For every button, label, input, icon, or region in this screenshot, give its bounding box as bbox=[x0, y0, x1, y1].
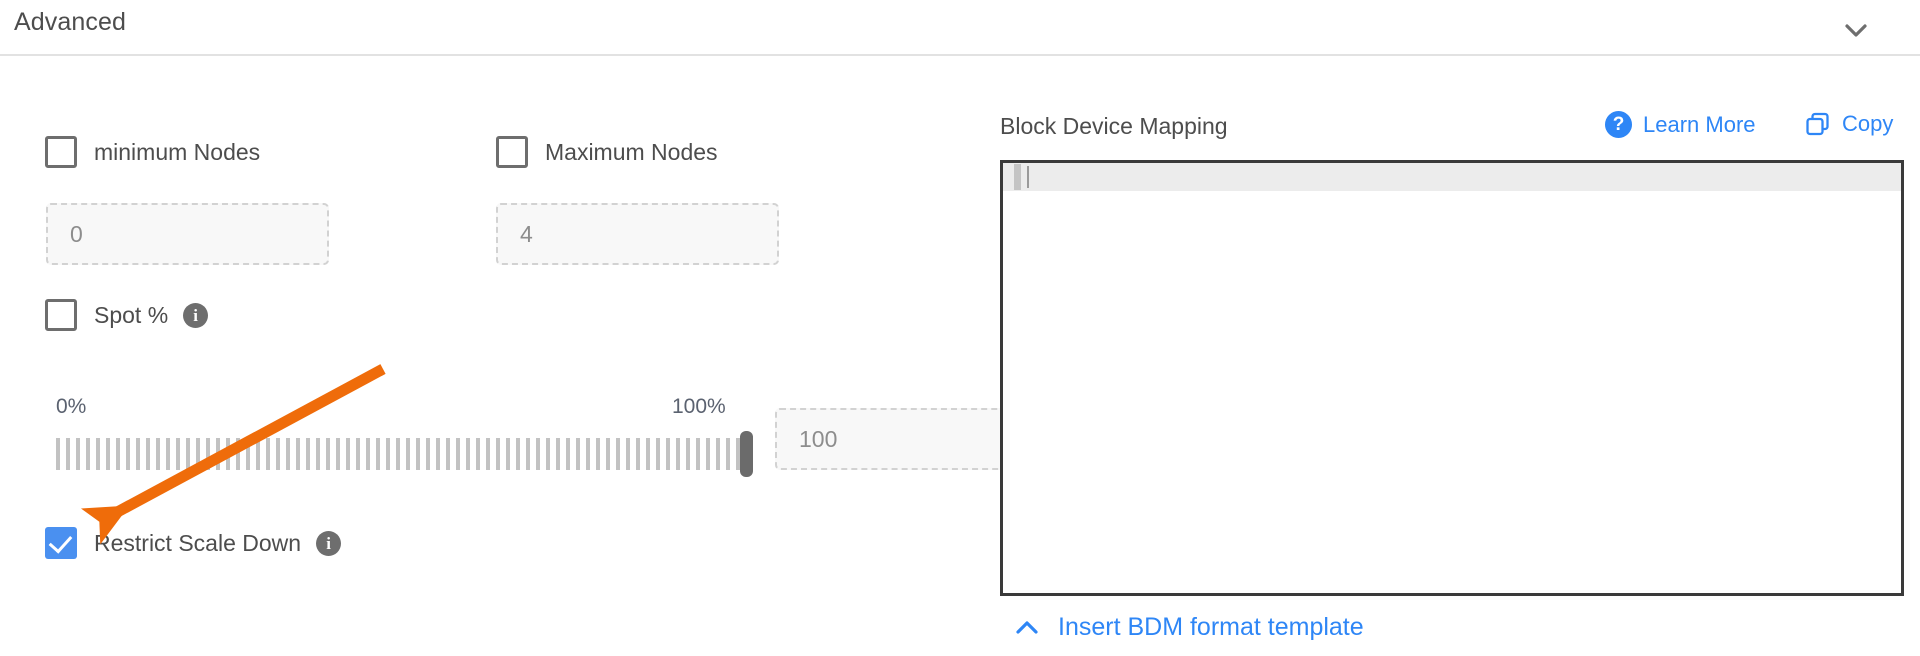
editor-gutter bbox=[1014, 164, 1021, 190]
maximum-nodes-label: Maximum Nodes bbox=[545, 138, 718, 165]
block-device-mapping-title: Block Device Mapping bbox=[1000, 113, 1228, 139]
copy-button[interactable]: Copy bbox=[1805, 111, 1893, 137]
copy-icon[interactable] bbox=[1805, 111, 1831, 137]
learn-more-link[interactable]: ? Learn More bbox=[1605, 111, 1756, 138]
restrict-scale-down-checkbox[interactable] bbox=[45, 527, 77, 559]
slider-track[interactable] bbox=[56, 438, 746, 470]
minimum-nodes-row[interactable]: minimum Nodes bbox=[45, 136, 260, 168]
bdm-code-editor[interactable] bbox=[1000, 160, 1904, 596]
insert-bdm-template-link[interactable]: Insert BDM format template bbox=[1012, 612, 1364, 642]
maximum-nodes-input[interactable]: 4 bbox=[496, 203, 779, 265]
section-header[interactable]: Advanced bbox=[0, 0, 1920, 56]
restrict-scale-down-label: Restrict Scale Down bbox=[94, 529, 302, 556]
info-icon[interactable]: i bbox=[316, 530, 342, 556]
spot-percent-checkbox[interactable] bbox=[45, 299, 77, 331]
editor-active-line bbox=[1003, 163, 1901, 191]
insert-bdm-template-label: Insert BDM format template bbox=[1058, 612, 1364, 641]
spot-percent-label: Spot % bbox=[94, 301, 169, 328]
slider-max-label: 100% bbox=[672, 395, 726, 418]
minimum-nodes-label: minimum Nodes bbox=[94, 138, 261, 165]
slider-min-label: 0% bbox=[56, 395, 87, 418]
minimum-nodes-input[interactable]: 0 bbox=[46, 203, 329, 265]
editor-caret bbox=[1027, 166, 1029, 188]
page-title: Advanced bbox=[14, 8, 126, 36]
chevron-down-icon[interactable] bbox=[1840, 14, 1872, 46]
learn-more-label: Learn More bbox=[1643, 111, 1756, 137]
restrict-scale-down-row[interactable]: Restrict Scale Down i bbox=[45, 527, 342, 559]
slider-thumb[interactable] bbox=[740, 431, 753, 477]
maximum-nodes-checkbox[interactable] bbox=[496, 136, 528, 168]
question-circle-icon[interactable]: ? bbox=[1605, 111, 1632, 138]
minimum-nodes-checkbox[interactable] bbox=[45, 136, 77, 168]
spot-percent-row[interactable]: Spot % i bbox=[45, 299, 209, 331]
info-icon[interactable]: i bbox=[183, 302, 209, 328]
header-divider bbox=[0, 54, 1920, 56]
chevron-up-icon[interactable] bbox=[1012, 612, 1042, 642]
copy-label: Copy bbox=[1842, 111, 1894, 136]
maximum-nodes-row[interactable]: Maximum Nodes bbox=[496, 136, 718, 168]
